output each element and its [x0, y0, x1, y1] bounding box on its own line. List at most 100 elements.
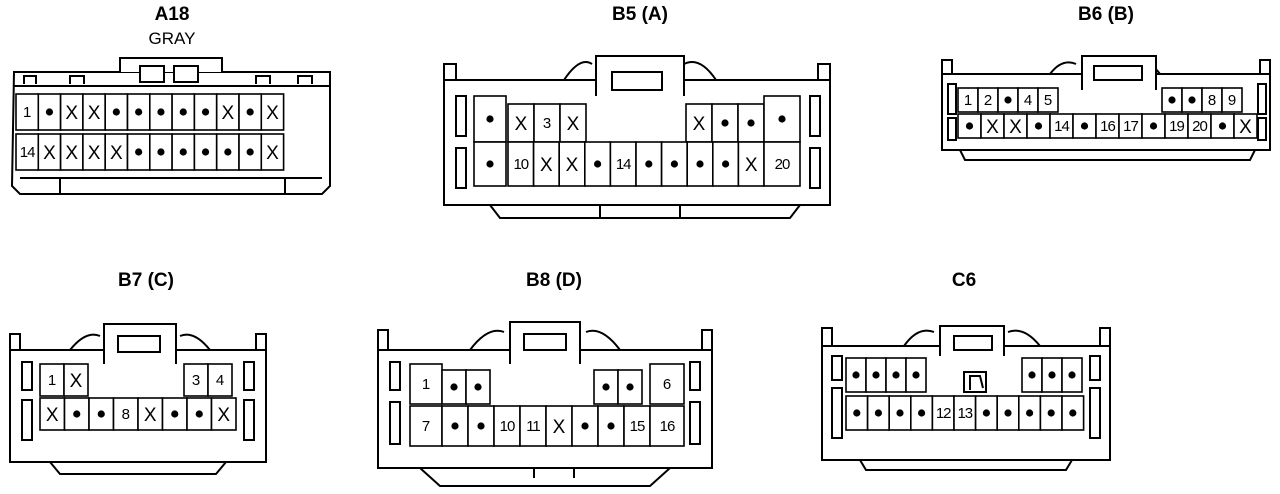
pin-cell	[1021, 357, 1043, 393]
pin-cell	[1061, 395, 1085, 431]
pin-cell	[186, 397, 213, 431]
pin-cell	[1041, 357, 1063, 393]
pin-dot	[451, 422, 459, 430]
pin-cell	[171, 133, 196, 171]
pin-dot	[645, 160, 653, 168]
pin-unused: X	[65, 103, 78, 124]
pin-cell	[1026, 113, 1051, 139]
pin-dot	[1028, 371, 1036, 379]
pin-cell	[635, 141, 663, 187]
pin-cell: 19	[1164, 113, 1189, 139]
pin-dot	[474, 383, 482, 391]
pin-dot	[201, 108, 210, 116]
pin-cell: X	[260, 133, 285, 171]
pin-cell: 13	[953, 395, 977, 431]
pin-unused: X	[144, 405, 157, 426]
pin-cell: 16	[649, 405, 685, 447]
pin-cell	[104, 93, 129, 131]
pin-dot	[195, 410, 203, 418]
pin-number: 5	[1044, 92, 1052, 109]
pin-cell	[571, 405, 599, 447]
pin-cell: 1	[15, 93, 40, 131]
pin-cell	[686, 141, 714, 187]
pin-number: 8	[122, 406, 130, 423]
pin-cell: 1	[39, 363, 65, 397]
pin-dot	[1149, 122, 1158, 130]
pin-cell: 8	[1201, 87, 1223, 113]
pin-number: 14	[20, 144, 35, 161]
pin-dot	[97, 410, 105, 418]
pin-number: 10	[500, 418, 515, 435]
pin-cell	[1141, 113, 1166, 139]
pin-cell	[885, 357, 907, 393]
pin-cell: X	[532, 141, 560, 187]
pin-cell: 12	[931, 395, 955, 431]
pin-dot	[896, 409, 904, 417]
pin-unused: X	[1009, 117, 1022, 138]
pin-cell: X	[260, 93, 285, 131]
pin-cell	[149, 133, 173, 171]
pin-unused: X	[43, 143, 56, 164]
pin-cell: 1	[409, 363, 443, 405]
pin-number: 16	[1100, 118, 1115, 135]
pin-cell: X	[39, 397, 66, 431]
pin-cell: X	[559, 103, 587, 143]
pin-cell: X	[545, 405, 573, 447]
pin-cell	[441, 369, 467, 405]
pin-cell: X	[137, 397, 164, 431]
pin-unused: X	[553, 417, 566, 438]
pin-unused: X	[1239, 117, 1252, 138]
pin-dot	[1026, 409, 1034, 417]
pin-unused: X	[110, 143, 123, 164]
pin-number: 4	[1024, 92, 1032, 109]
pin-cell	[1181, 87, 1203, 113]
pin-cell: 10	[507, 141, 535, 187]
pin-dot	[224, 148, 232, 156]
pin-cell: X	[59, 133, 84, 171]
pin-cell: 14	[15, 133, 40, 171]
pin-cell	[473, 95, 507, 143]
pin-cell	[845, 357, 867, 393]
pin-dot	[607, 422, 615, 430]
pin-cell	[126, 93, 151, 131]
pin-cell	[1072, 113, 1097, 139]
pin-dot	[696, 160, 704, 168]
pin-cell	[763, 95, 801, 143]
pin-cell: 5	[1037, 87, 1059, 113]
pin-cell	[617, 369, 643, 405]
pin-dot	[1080, 122, 1089, 130]
pin-number: 6	[663, 376, 671, 393]
pin-dot	[1069, 409, 1077, 417]
pin-dot	[1168, 96, 1176, 104]
pin-dot	[246, 148, 254, 156]
connector-title: B6 (B)	[1078, 4, 1134, 25]
pin-number: 1	[48, 372, 56, 389]
pin-dot	[486, 160, 494, 168]
pin-cell: 20	[1187, 113, 1212, 139]
pin-dot	[581, 422, 589, 430]
pin-dot	[874, 409, 883, 417]
pin-dot	[201, 148, 210, 156]
pin-dot	[135, 108, 143, 116]
pin-cell	[37, 93, 62, 131]
pin-number: 3	[192, 372, 200, 389]
pin-cell	[465, 369, 491, 405]
pin-cell: 20	[763, 141, 801, 187]
pin-cell	[88, 397, 115, 431]
pin-cell	[737, 103, 765, 143]
pin-unused: X	[46, 405, 59, 426]
pin-number: 1	[422, 376, 430, 393]
pin-cell: X	[37, 133, 62, 171]
pin-number: 10	[513, 156, 528, 173]
pin-cell: X	[210, 397, 237, 431]
pin-number: 12	[936, 405, 951, 422]
pin-dot	[486, 115, 494, 123]
pin-dot	[179, 108, 187, 116]
pin-cell	[1039, 395, 1063, 431]
pin-dot	[1004, 96, 1012, 104]
